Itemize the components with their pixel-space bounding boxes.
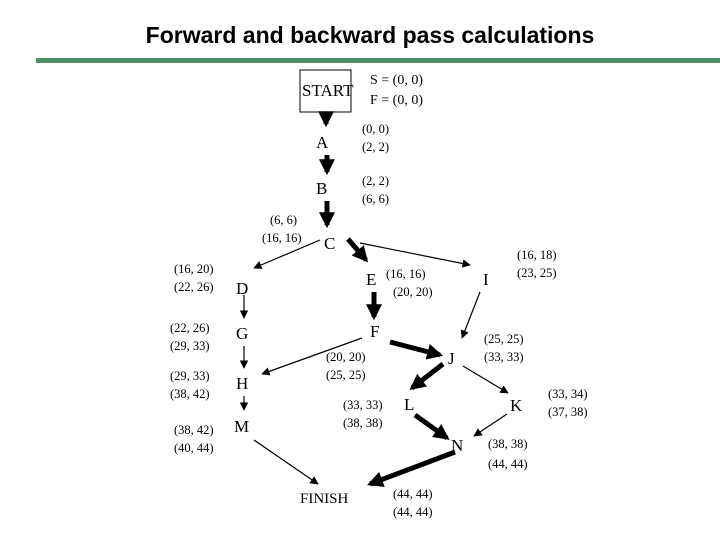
node-start: START [302, 81, 354, 100]
edge-j-k [462, 365, 509, 394]
finish-times-line1: (44, 44) [393, 487, 433, 501]
node-i: I [483, 270, 489, 289]
start-times-line2: F = (0, 0) [370, 93, 423, 108]
node-k: K [510, 396, 523, 415]
f-times-line2: (25, 25) [326, 368, 366, 382]
f-times-line1: (20, 20) [326, 350, 366, 364]
edge-i-j [460, 291, 481, 339]
j-times-line2: (33, 33) [484, 350, 524, 364]
e-times-line2: (20, 20) [393, 285, 433, 299]
node-b: B [316, 179, 327, 198]
node-n: N [451, 436, 463, 455]
a-times-line1: (0, 0) [362, 122, 389, 136]
node-m: M [234, 417, 249, 436]
a-times-line2: (2, 2) [362, 140, 389, 154]
b-times-line2: (6, 6) [362, 192, 389, 206]
edge-m-finish [253, 439, 319, 485]
e-times-line1: (16, 16) [386, 267, 426, 281]
node-d: D [236, 279, 248, 298]
edge-j-l [409, 362, 445, 390]
node-l: L [404, 395, 414, 414]
h-times-line2: (38, 42) [170, 387, 210, 401]
start-times-line1: S = (0, 0) [370, 73, 423, 88]
g-times-line1: (22, 26) [170, 321, 210, 335]
title-divider [36, 58, 720, 63]
k-times-line2: (37, 38) [548, 405, 588, 419]
node-e: E [366, 270, 376, 289]
l-times-line1: (33, 33) [343, 398, 383, 412]
edge-n-finish [367, 449, 456, 487]
n-times-line1: (38, 38) [488, 437, 528, 451]
finish-times-line2: (44, 44) [393, 505, 433, 519]
m-times-line2: (40, 44) [174, 441, 214, 455]
h-times-line1: (29, 33) [170, 369, 210, 383]
l-times-line2: (38, 38) [343, 416, 383, 430]
c-times-line2: (16, 16) [262, 231, 302, 245]
node-a: A [316, 133, 329, 152]
page-title: Forward and backward pass calculations [145, 22, 595, 48]
k-times-line1: (33, 34) [548, 387, 588, 401]
edge-c-i [359, 242, 471, 268]
d-times-line1: (16, 20) [174, 262, 214, 276]
j-times-line1: (25, 25) [484, 332, 524, 346]
b-times-line1: (2, 2) [362, 174, 389, 188]
n-times-line2: (44, 44) [488, 457, 528, 471]
edge-c-d [253, 239, 321, 269]
d-times-line2: (22, 26) [174, 280, 214, 294]
g-times-line2: (29, 33) [170, 339, 210, 353]
node-h: H [236, 374, 248, 393]
node-j: J [448, 349, 455, 368]
node-f: F [370, 322, 379, 341]
node-finish: FINISH [300, 491, 349, 507]
i-times-line2: (23, 25) [517, 266, 557, 280]
m-times-line1: (38, 42) [174, 423, 214, 437]
edge-f-h [261, 337, 363, 376]
c-times-line1: (6, 6) [270, 213, 297, 227]
edge-l-n [413, 412, 450, 441]
i-times-line1: (16, 18) [517, 248, 557, 262]
edge-c-e [346, 237, 369, 263]
edge-f-j [389, 339, 444, 360]
edge-k-n [473, 413, 508, 437]
node-g: G [236, 324, 248, 343]
node-c: C [324, 234, 335, 253]
